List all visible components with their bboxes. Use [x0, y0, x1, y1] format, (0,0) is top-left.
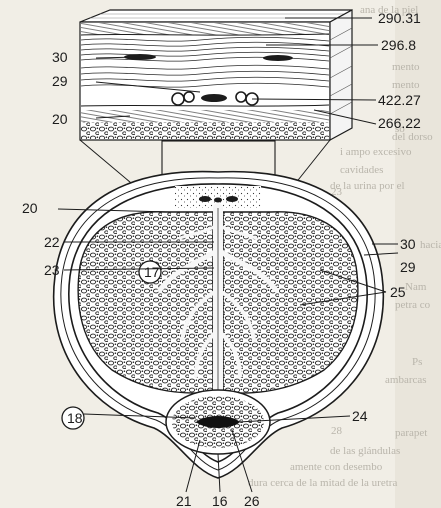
bg-text-line: mento	[392, 79, 420, 91]
bg-text-line: amente con desembo	[290, 461, 383, 473]
label-22: 22	[44, 234, 60, 250]
label-21: 21	[176, 493, 192, 508]
bg-text-line: Nam	[405, 281, 427, 293]
label-290-31: 290.31	[378, 10, 421, 26]
bg-page-number: 28	[331, 425, 343, 437]
label-422-27: 422.27	[378, 92, 421, 108]
bg-text-line: de las glándulas	[330, 445, 400, 457]
bg-text-line: mento	[392, 61, 420, 73]
label-266-22: 266.22	[378, 115, 421, 131]
label-18: 18	[67, 410, 83, 426]
label-26: 26	[244, 493, 260, 508]
bg-text-line: ambarcas	[385, 374, 427, 386]
corpus-spongiosum	[166, 390, 270, 454]
label-17: 17	[144, 264, 160, 280]
label-20: 20	[22, 200, 38, 216]
label-29: 29	[52, 73, 68, 89]
bg-text-line: del dorso	[392, 131, 433, 143]
bg-text-line: Ps	[412, 356, 422, 368]
label-30: 30	[52, 49, 68, 65]
inset-block	[80, 10, 352, 140]
label-20: 20	[52, 111, 68, 127]
label-16: 16	[212, 493, 228, 508]
label-30: 30	[400, 236, 416, 252]
bg-text-line: dura cerca de la mitad de la uretra	[248, 477, 397, 489]
label-296-8: 296.8	[381, 37, 416, 53]
bg-text-line: parapet	[395, 427, 427, 439]
label-29: 29	[400, 259, 416, 275]
label-23: 23	[44, 262, 60, 278]
label-24: 24	[352, 408, 368, 424]
bg-text-line: cavidades	[340, 164, 383, 176]
bg-text-line: hacia	[420, 239, 441, 251]
bg-text-line: petra co	[395, 299, 431, 311]
label-25: 25	[390, 284, 406, 300]
bg-text-line: i ampo excesivo	[340, 146, 412, 158]
